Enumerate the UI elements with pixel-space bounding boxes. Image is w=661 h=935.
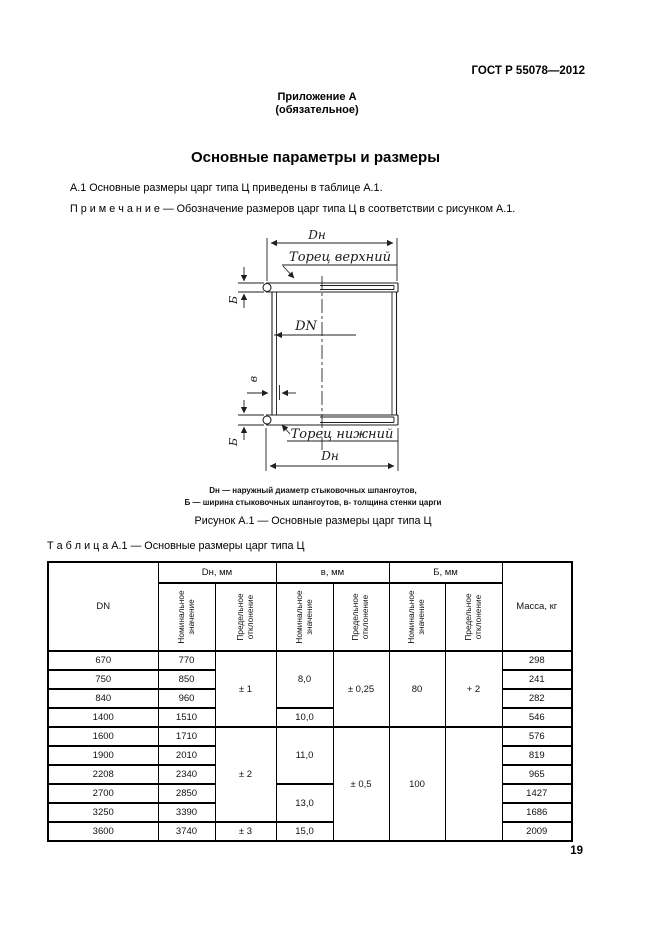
cell-dn: 2208: [47, 764, 159, 785]
cell-dn: 1600: [47, 726, 159, 747]
paragraph-a1: А.1 Основные размеры царг типа Ц приведе…: [70, 182, 383, 194]
cell-dn: 1900: [47, 745, 159, 766]
bottom-face-label: Торец нижний: [291, 427, 394, 442]
cell-b-nominal: 80: [388, 650, 446, 728]
header-dnar-deviation: Предельное отклонение: [214, 582, 277, 652]
cell-dnar-nominal: 2010: [157, 745, 216, 766]
cell-b-deviation: + 2: [444, 650, 503, 728]
cell-mass: 965: [501, 764, 573, 785]
cell-mass: 2009: [501, 821, 573, 842]
cell-dnar-nominal: 2340: [157, 764, 216, 785]
header-v-nominal: Номинальное значение: [275, 582, 334, 652]
table-row: 3600 3740 ± 3 15,0 2009: [47, 821, 573, 842]
cell-v-nominal: 8,0: [275, 650, 334, 709]
header-group-row: DN Dн, мм в, мм Б, мм Масса, кг: [47, 561, 573, 652]
cell-mass: 1427: [501, 783, 573, 804]
header-b-nominal: Номинальное значение: [388, 582, 446, 652]
cell-v-deviation: ± 0,5: [332, 726, 390, 842]
cell-v-nominal: 15,0: [275, 821, 334, 842]
header-dnar-nominal: Номинальное значение: [157, 582, 216, 652]
cell-dnar-nominal: 3740: [157, 821, 216, 842]
cell-dnar-nominal: 3390: [157, 802, 216, 823]
cell-dn: 670: [47, 650, 159, 671]
dim-v-label: в: [247, 376, 260, 382]
header-dn: DN: [47, 561, 159, 652]
table-row: 750 850 241: [47, 669, 573, 690]
cell-b-nominal: 100: [388, 726, 446, 842]
cell-dn: 1400: [47, 707, 159, 728]
table-row: 1900 2010 819: [47, 745, 573, 766]
cell-mass: 576: [501, 726, 573, 747]
cell-dnar-nominal: 850: [157, 669, 216, 690]
figure-caption: Рисунок А.1 — Основные размеры царг типа…: [194, 515, 432, 527]
figure-legend: Dн — наружный диаметр стыковочных шпанго…: [0, 485, 626, 509]
appendix-heading: Приложение А (обязательное): [227, 91, 407, 117]
cell-dnar-nominal: 2850: [157, 783, 216, 804]
cell-b-deviation: [444, 726, 503, 842]
dim-dn-top-label: Dн: [307, 228, 326, 242]
table-a1: DN Dн, мм в, мм Б, мм Масса, кг Номиналь…: [47, 561, 573, 842]
header-group-dnar: Dн, мм: [157, 561, 277, 584]
cell-v-nominal: 10,0: [275, 707, 334, 728]
figure-legend-line1: Dн — наружный диаметр стыковочных шпанго…: [209, 486, 417, 495]
cell-v-deviation: ± 0,25: [332, 650, 390, 728]
table-row: 670 770 ± 1 8,0 ± 0,25 80 + 2 298: [47, 650, 573, 728]
standard-reference: ГОСТ Р 55078—2012: [471, 65, 585, 77]
table-row: 2700 2850 13,0 1427: [47, 783, 573, 823]
table-row: 1400 1510 10,0 546: [47, 707, 573, 728]
cell-dnar-nominal: 1510: [157, 707, 216, 728]
header-mass: Масса, кг: [501, 561, 573, 652]
cell-dn: 840: [47, 688, 159, 709]
section-title: Основные параметры и размеры: [190, 149, 441, 166]
cell-mass: 298: [501, 650, 573, 671]
dim-b-top-label: Б: [227, 296, 240, 305]
cell-mass: 1686: [501, 802, 573, 823]
cell-dnar-deviation: ± 2: [214, 726, 277, 823]
header-group-v: в, мм: [275, 561, 390, 584]
table-row: 1600 1710 ± 2 11,0 ± 0,5 100 576: [47, 726, 573, 842]
dim-dn-bottom-label: Dн: [320, 449, 339, 463]
cell-dnar-nominal: 1710: [157, 726, 216, 747]
cell-dnar-nominal: 960: [157, 688, 216, 709]
cell-mass: 282: [501, 688, 573, 709]
table-row: 2208 2340 965: [47, 764, 573, 785]
cell-dnar-nominal: 770: [157, 650, 216, 671]
type-c-shell-drawing: Dн Торец верхний DN Б в: [227, 228, 399, 471]
header-b-deviation: Предельное отклонение: [444, 582, 503, 652]
top-face-label: Торец верхний: [289, 250, 391, 265]
cell-mass: 241: [501, 669, 573, 690]
cell-v-nominal: 13,0: [275, 783, 334, 823]
cell-dn: 3250: [47, 802, 159, 823]
table-row: 840 960 282: [47, 688, 573, 709]
cell-dnar-deviation: ± 3: [214, 821, 277, 842]
note-paragraph: П р и м е ч а н и е — Обозначение размер…: [70, 203, 516, 215]
cell-mass: 819: [501, 745, 573, 766]
appendix-type: (обязательное): [275, 104, 359, 116]
table-caption: Т а б л и ц а А.1 — Основные размеры цар…: [47, 540, 305, 552]
cell-mass: 546: [501, 707, 573, 728]
cell-dnar-deviation: ± 1: [214, 650, 277, 728]
figure-legend-line2: Б — ширина стыковочных шпангоутов, в- то…: [184, 498, 442, 507]
dim-dn-inner-label: DN: [294, 319, 317, 334]
dim-b-bottom-label: Б: [227, 438, 240, 447]
table-row: 3250 3390 1686: [47, 802, 573, 823]
cell-dn: 2700: [47, 783, 159, 804]
appendix-title: Приложение А: [277, 91, 357, 103]
header-group-b: Б, мм: [388, 561, 503, 584]
cell-dn: 750: [47, 669, 159, 690]
header-v-deviation: Предельное отклонение: [332, 582, 390, 652]
page-number: 19: [570, 845, 583, 857]
header-sub-row: Номинальное значение Предельное отклонен…: [48, 582, 572, 652]
cell-dn: 3600: [47, 821, 159, 842]
cell-v-nominal: 11,0: [275, 726, 334, 785]
